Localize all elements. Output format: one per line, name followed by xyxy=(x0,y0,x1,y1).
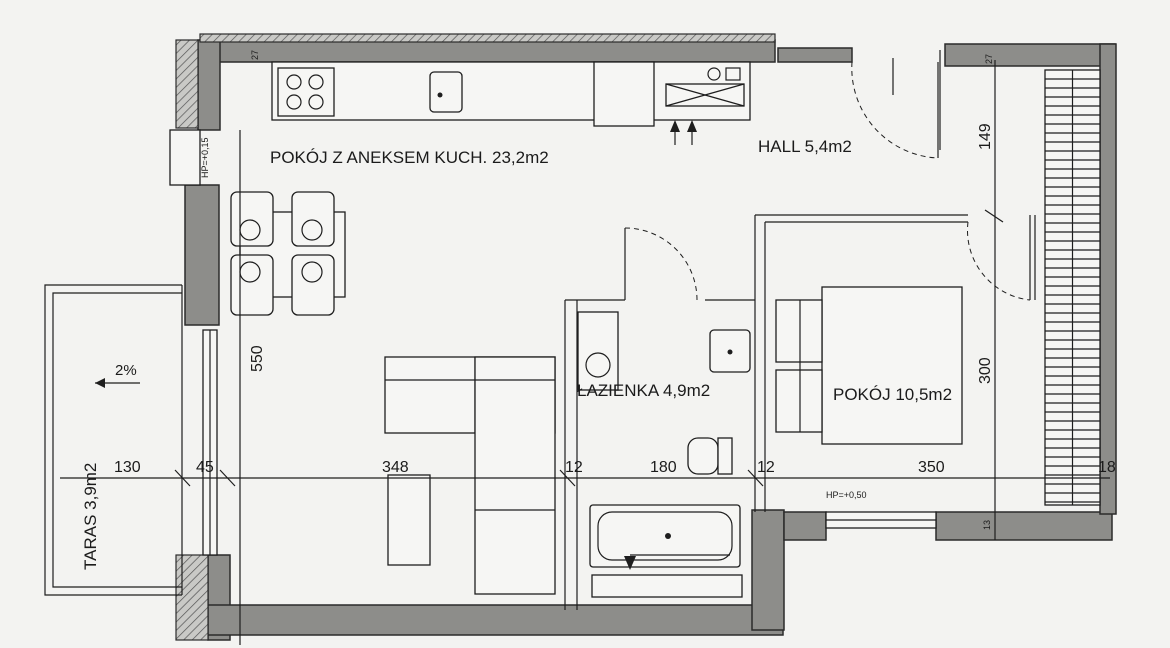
level-label-left: HP=+0,15 xyxy=(200,137,210,178)
chair xyxy=(230,254,274,316)
insulation-top xyxy=(199,33,776,43)
room-label-terrace: TARAS 3,9m2 xyxy=(81,463,100,570)
walls xyxy=(175,33,1117,641)
vent-arrow-icon xyxy=(624,556,636,570)
right-wall xyxy=(1099,43,1117,515)
dim-18: 18 xyxy=(1098,459,1116,476)
stairs xyxy=(1044,69,1101,506)
top-wall-far-right xyxy=(944,43,1116,67)
dimension-lines xyxy=(60,60,1110,645)
kitchen-counter xyxy=(271,61,751,145)
top-wall-right xyxy=(777,47,853,63)
chair xyxy=(291,254,335,316)
labels: POKÓJ Z ANEKSEM KUCH. 23,2m2 HALL 5,4m2 … xyxy=(81,50,1116,570)
terrace xyxy=(44,284,183,596)
doors xyxy=(624,58,1031,301)
chair-seat xyxy=(301,219,323,241)
room-label-bathroom: ŁAZIENKA 4,9m2 xyxy=(577,381,710,400)
bathroom-door-swing xyxy=(624,227,698,301)
riser-arrow-head xyxy=(670,120,680,132)
room-label-bedroom: POKÓJ 10,5m2 xyxy=(833,385,952,404)
chair xyxy=(230,191,274,247)
dimension-tick xyxy=(559,469,576,487)
slope-label: 2% xyxy=(115,362,137,379)
bedroom-door-swing xyxy=(967,221,1031,301)
dimension-tick xyxy=(219,469,236,487)
riser-arrow-head xyxy=(687,120,697,132)
dim-top-right-27: 27 xyxy=(984,54,994,64)
bed xyxy=(821,286,963,445)
bottom-wall-right-a xyxy=(783,511,827,541)
dim-wall-12b: 12 xyxy=(757,459,775,476)
kitchen-sink xyxy=(429,71,463,113)
chair-seat xyxy=(301,261,323,283)
washing-machine xyxy=(577,311,619,391)
bathtub-drain-icon xyxy=(665,533,671,539)
dim-bottom-13: 13 xyxy=(982,520,992,530)
room-label-hall: HALL 5,4m2 xyxy=(758,137,852,156)
partitions xyxy=(564,50,1036,610)
sofa xyxy=(384,356,556,595)
bottom-wall xyxy=(207,604,784,636)
dim-terrace-width: 130 xyxy=(114,459,141,476)
fridge xyxy=(593,61,655,127)
chair xyxy=(291,191,335,247)
insulation-left-top xyxy=(175,39,199,129)
hob-burner-icon xyxy=(286,94,302,110)
dimension-tick xyxy=(984,209,1004,223)
dimension-tick xyxy=(747,469,764,487)
dim-bath-width: 180 xyxy=(650,459,677,476)
dim-45: 45 xyxy=(196,459,214,476)
terrace-outline xyxy=(44,284,182,596)
windows xyxy=(169,129,937,556)
toilet-tank xyxy=(717,437,733,475)
meter-icon xyxy=(725,67,741,81)
dim-living-height: 550 xyxy=(249,345,266,372)
dim-wall-12: 12 xyxy=(565,459,583,476)
dim-hall-height: 149 xyxy=(977,123,994,150)
sofa-chaise xyxy=(474,356,556,595)
level-label-right: HP=+0,50 xyxy=(826,490,867,500)
bathroom-fixtures xyxy=(577,311,751,598)
boiler-icon xyxy=(707,67,721,81)
slope-arrow-head xyxy=(95,378,105,388)
bathroom-drain-icon xyxy=(727,349,733,355)
terrace-inner-outline xyxy=(52,292,182,588)
installation-box xyxy=(591,574,743,598)
dining-set xyxy=(230,191,346,316)
dim-bedroom-width: 350 xyxy=(918,459,945,476)
coffee-table xyxy=(387,474,431,566)
hob-burner-icon xyxy=(286,74,302,90)
room-label-living-kitchen: POKÓJ Z ANEKSEM KUCH. 23,2m2 xyxy=(270,148,549,167)
entry-door-swing xyxy=(851,61,939,159)
nightstand xyxy=(775,299,823,363)
left-window xyxy=(169,129,201,186)
hob xyxy=(277,67,335,117)
nightstand xyxy=(775,369,823,433)
dim-top-left-27: 27 xyxy=(250,50,260,60)
top-wall xyxy=(199,39,776,63)
bottom-wall-right-b xyxy=(935,511,1113,541)
toilet xyxy=(687,437,719,475)
washer-drum-icon xyxy=(585,352,611,378)
bathtub-inner xyxy=(597,511,733,561)
hob-burner-icon xyxy=(308,94,324,110)
insulation-left-bottom xyxy=(175,554,209,641)
hob-burner-icon xyxy=(308,74,324,90)
left-wall-upper xyxy=(197,39,221,131)
sink-drain-icon xyxy=(437,92,443,98)
left-wall-mid xyxy=(184,184,220,326)
dimension-tick xyxy=(174,469,191,487)
bedroom-furniture xyxy=(775,286,963,445)
panel-line xyxy=(665,83,745,107)
dim-living-width: 348 xyxy=(382,459,409,476)
dim-bedroom-height: 300 xyxy=(977,357,994,384)
bottom-wall-step xyxy=(751,509,785,631)
